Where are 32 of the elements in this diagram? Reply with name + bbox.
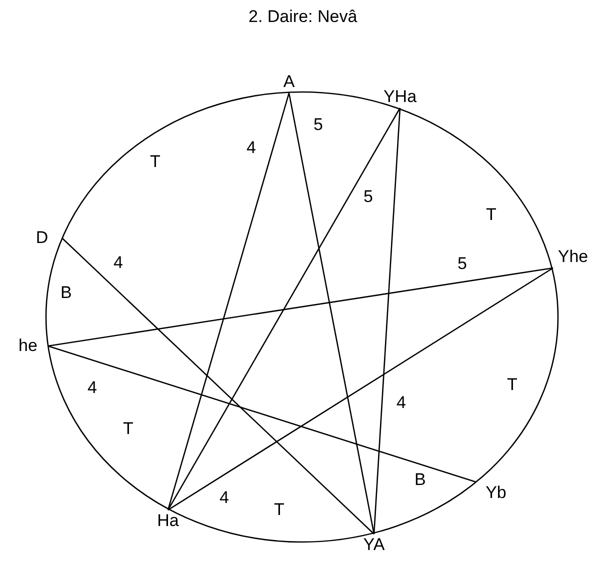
interval-label: 4 — [396, 392, 406, 414]
chord-line — [288, 92, 375, 534]
point-label: D — [22, 227, 62, 249]
point-label: A — [269, 71, 309, 93]
chord-line — [62, 238, 374, 534]
point-label: Yb — [476, 482, 516, 504]
interval-label: T — [123, 418, 134, 440]
chord-line — [48, 345, 476, 483]
interval-label: T — [274, 499, 284, 521]
chord-line — [167, 108, 401, 510]
interval-label: 5 — [314, 114, 323, 136]
interval-label: T — [486, 204, 496, 226]
interval-label: 5 — [364, 186, 373, 208]
point-label: YA — [354, 534, 394, 556]
point-label: Ha — [148, 510, 188, 532]
interval-label: T — [150, 151, 160, 173]
interval-label: B — [414, 469, 426, 491]
chord-line — [167, 92, 290, 510]
diagram-title: 2. Daire: Nevâ — [248, 6, 358, 28]
point-label: Yhe — [553, 246, 593, 268]
interval-label: 4 — [114, 252, 123, 274]
interval-label: T — [507, 374, 518, 396]
chord-line — [373, 108, 401, 534]
interval-label: 5 — [458, 253, 467, 275]
interval-label: 4 — [246, 137, 256, 159]
interval-label: 4 — [88, 377, 97, 399]
interval-label: 4 — [220, 487, 229, 509]
point-label: he — [8, 335, 48, 357]
point-label: YHa — [380, 86, 420, 108]
interval-label: B — [60, 282, 72, 304]
chord-line — [48, 267, 554, 347]
chord-line — [168, 267, 554, 511]
